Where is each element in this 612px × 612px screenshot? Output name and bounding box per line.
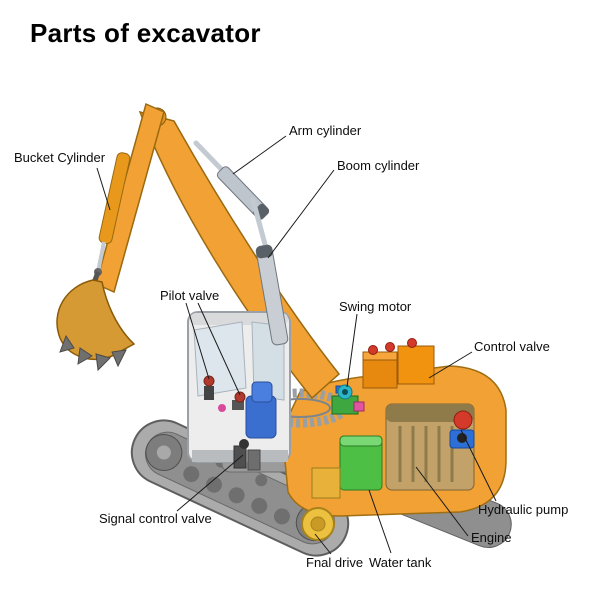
leader-line-boom-cylinder — [267, 169, 335, 259]
label-bucket-cylinder: Bucket Cylinder — [14, 150, 106, 165]
label-pilot-valve: Pilot valve — [160, 288, 220, 303]
leader-line-swing-motor — [346, 313, 358, 388]
leader-line-signal-control-valve — [176, 454, 244, 512]
leader-line-arm-cylinder — [232, 135, 287, 175]
leader-line-pilot-valve — [185, 302, 210, 380]
leader-line-fnal-drive — [314, 533, 332, 555]
label-control-valve: Control valve — [474, 339, 550, 354]
label-signal-control-valve: Signal control valve — [99, 511, 212, 526]
label-hydraulic-pump: Hydraulic pump — [478, 502, 569, 517]
leader-lines — [96, 135, 497, 555]
leader-line-control-valve — [428, 351, 473, 379]
bucket — [56, 279, 136, 372]
swing-motor — [331, 384, 365, 415]
label-fnal-drive: Fnal drive — [306, 555, 364, 570]
engine — [385, 403, 475, 491]
label-water-tank: Water tank — [369, 555, 432, 570]
bucket-cylinder — [89, 152, 131, 289]
leader-line-water-tank — [368, 489, 392, 554]
leader-line-bucket-cylinder — [96, 167, 111, 211]
label-boom-cylinder: Boom cylinder — [337, 158, 420, 173]
control-valve — [362, 338, 435, 389]
leader-line-hydraulic-pump — [460, 429, 497, 502]
cab — [187, 311, 291, 463]
label-arm-cylinder: Arm cylinder — [289, 123, 362, 138]
page-title: Parts of excavator — [30, 18, 261, 48]
label-engine: Engine — [471, 530, 512, 545]
leader-line-engine — [415, 466, 469, 537]
main-track — [130, 419, 350, 557]
leader-line-pilot-valve — [197, 302, 241, 396]
pilot-valves — [203, 375, 246, 412]
final-drive — [301, 507, 335, 541]
water-tank — [339, 435, 383, 491]
toolbox — [311, 467, 341, 499]
boom-cylinder — [250, 197, 289, 346]
label-swing-motor: Swing motor — [339, 299, 412, 314]
